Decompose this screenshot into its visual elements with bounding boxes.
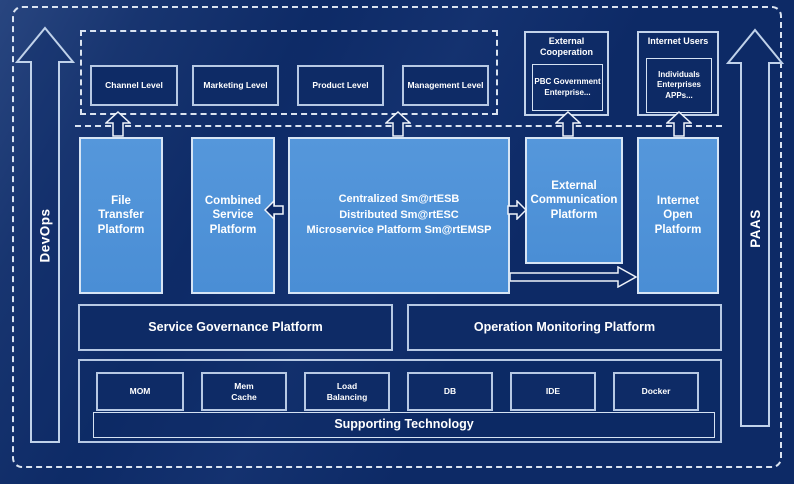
level-box-management: Management Level bbox=[402, 65, 489, 106]
long-flow-arrow-icon bbox=[510, 266, 638, 288]
outer-boundary bbox=[12, 6, 782, 468]
paas-arrow-icon bbox=[726, 28, 784, 427]
platform-central-esb: Centralized Sm@rtESB Distributed Sm@rtES… bbox=[288, 137, 510, 294]
supporting-item-label: Load Balancing bbox=[326, 380, 368, 402]
platform-internet-open: Internet Open Platform bbox=[637, 137, 719, 294]
supporting-item-ide: IDE bbox=[510, 372, 596, 411]
up-arrow-icon bbox=[385, 111, 411, 137]
up-arrow-icon bbox=[666, 111, 692, 137]
service-governance-box: Service Governance Platform bbox=[78, 304, 393, 351]
supporting-item-mom: MOM bbox=[96, 372, 184, 411]
platform-combined-service: Combined Service Platform bbox=[191, 137, 275, 294]
up-arrow-icon bbox=[105, 111, 131, 137]
supporting-item-label: DB bbox=[443, 386, 457, 397]
levels-group bbox=[80, 30, 498, 115]
devops-arrow-icon bbox=[15, 26, 75, 443]
level-box-marketing: Marketing Level bbox=[192, 65, 279, 106]
left-flow-arrow-icon bbox=[264, 200, 284, 220]
supporting-item-docker: Docker bbox=[613, 372, 699, 411]
level-box-product: Product Level bbox=[297, 65, 384, 106]
supporting-item-label: IDE bbox=[545, 386, 561, 397]
platform-label: External Communication Platform bbox=[530, 179, 618, 221]
platform-file-transfer: File Transfer Platform bbox=[79, 137, 163, 294]
operation-monitoring-box: Operation Monitoring Platform bbox=[407, 304, 722, 351]
level-label: Marketing Level bbox=[203, 80, 268, 91]
level-label: Product Level bbox=[312, 80, 369, 91]
supporting-item-load-balancing: Load Balancing bbox=[304, 372, 390, 411]
level-label: Management Level bbox=[407, 80, 484, 91]
supporting-item-mem-cache: Mem Cache bbox=[201, 372, 287, 411]
platform-label: File Transfer Platform bbox=[97, 194, 145, 236]
level-label: Channel Level bbox=[105, 80, 163, 91]
external-cooperation-box: External Cooperation PBC Government Ente… bbox=[524, 31, 609, 116]
external-cooperation-members: PBC Government Enterprise... bbox=[532, 64, 603, 111]
platform-label: Internet Open Platform bbox=[654, 194, 702, 236]
supporting-item-label: Mem Cache bbox=[231, 380, 257, 402]
supporting-item-db: DB bbox=[407, 372, 493, 411]
supporting-technology-bar: Supporting Technology bbox=[93, 412, 715, 438]
up-arrow-icon bbox=[555, 111, 581, 137]
operation-monitoring-label: Operation Monitoring Platform bbox=[473, 319, 656, 334]
service-governance-label: Service Governance Platform bbox=[148, 319, 323, 334]
right-flow-arrow-icon bbox=[507, 200, 527, 220]
supporting-technology-label: Supporting Technology bbox=[334, 417, 474, 432]
platform-external-communication: External Communication Platform bbox=[525, 137, 623, 264]
level-box-channel: Channel Level bbox=[90, 65, 178, 106]
external-cooperation-title: External Cooperation bbox=[540, 36, 593, 57]
central-line-3: Microservice Platform Sm@rtEMSP bbox=[306, 224, 492, 237]
internet-users-title: Internet Users bbox=[647, 36, 709, 46]
platform-label: Combined Service Platform bbox=[204, 194, 262, 236]
central-line-2: Distributed Sm@rtESC bbox=[339, 208, 459, 221]
central-line-1: Centralized Sm@rtESB bbox=[338, 192, 460, 205]
supporting-item-label: MOM bbox=[129, 386, 151, 397]
internet-users-box: Internet Users Individuals Enterprises A… bbox=[637, 31, 719, 116]
internet-users-members: Individuals Enterprises APPs... bbox=[646, 58, 712, 113]
supporting-item-label: Docker bbox=[641, 386, 671, 397]
